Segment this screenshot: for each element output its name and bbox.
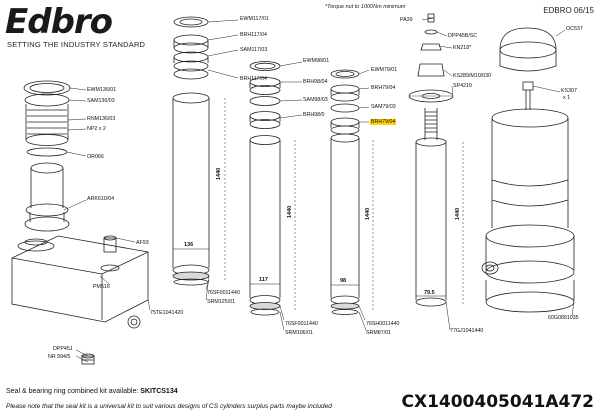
dimension-1440-stage-117: 1440: [287, 205, 293, 218]
label-kn218: KN218*: [453, 45, 472, 51]
label-sam98: SAM98/03: [303, 97, 328, 103]
torque-note: *Torque nut to 1000Nm minimum: [325, 4, 406, 10]
label-ks289: KS289/M10/030: [453, 73, 491, 79]
dimension-1440-stage-98: 1440: [365, 207, 371, 220]
label-g0891035: 60G0891035: [548, 315, 579, 321]
label-sam136: SAM136/03: [87, 98, 115, 104]
stage-136-group: [172, 16, 226, 286]
label-brh117-lower: BRH117/04: [240, 76, 267, 82]
label-pm516: PM516: [93, 284, 110, 290]
label-srm125: SRM125/01: [207, 299, 235, 305]
label-ewm136: EWM136/01: [87, 87, 117, 93]
label-brh79: BRH79/04: [371, 85, 396, 91]
stage-98-group: [330, 69, 374, 315]
label-sf001440-b: 76SF0011440: [285, 321, 318, 327]
dimension-98: 98: [340, 278, 347, 284]
dimension-1440-plunger: 1440: [455, 207, 461, 220]
dimension-79-5: 79.5: [424, 290, 435, 296]
label-pa39: PA39: [400, 17, 413, 23]
label-ks307: KS307: [561, 88, 577, 94]
label-nr994: NR 994/5: [48, 354, 71, 360]
label-sh001440: 76SH0011440: [366, 321, 400, 327]
plunger-group: [408, 13, 464, 307]
document-code: EDBRO 06/15: [543, 6, 594, 15]
base-block: [11, 235, 149, 323]
top-cover-group: [481, 27, 575, 313]
o-ring-066: [26, 147, 68, 157]
dimension-136: 136: [184, 242, 194, 248]
label-sp4219: SP4219: [453, 83, 472, 89]
stage-117-group: [249, 61, 296, 316]
label-oc537: OC537: [566, 26, 583, 32]
kit-availability-note: Seal & bearing ring combined kit availab…: [6, 388, 178, 395]
tagline: SETTING THE INDUSTRY STANDARD: [7, 40, 146, 49]
label-sf001440-a: 76SF0011440: [207, 290, 240, 296]
label-or066: OR066: [87, 154, 104, 160]
label-brh79-highlighted: BRH79/04: [370, 119, 397, 125]
cylinder-part-number: CX1400405041A472: [401, 392, 594, 412]
label-ste1041420: 75TE1041420: [150, 310, 184, 316]
label-brh98: BRH98/04: [303, 79, 328, 85]
label-srm87: SRM87/01: [366, 330, 392, 336]
label-ark610: ARK610/04: [87, 196, 115, 202]
label-ewm117: EWM117/01: [240, 16, 269, 22]
label-sam79: SAM79/03: [371, 104, 396, 110]
label-dpp45j: DPP45J: [53, 346, 73, 352]
seal-kit-disclaimer: Please note that the seal kit is a unive…: [6, 403, 332, 410]
label-dpp45b: DPP45B/SC: [448, 33, 478, 39]
label-ewm98: EWM98/01: [303, 58, 330, 64]
label-brh117: BRH117/04: [240, 32, 267, 38]
label-brh98-lower: BRH98/0: [303, 112, 325, 118]
label-np2: NP2 x 2: [87, 126, 106, 132]
label-rnm136: RNM136/03: [87, 116, 116, 122]
leader-lines: [63, 17, 575, 363]
label-ewm79: EWM79/01: [371, 67, 398, 73]
oil-cap: [499, 27, 557, 72]
dimension-1440-stage-136: 1440: [216, 167, 222, 180]
label-af93: AF93: [136, 240, 149, 246]
label-x1: x 1: [563, 95, 571, 101]
kit-code: SKITCS134: [140, 388, 178, 395]
edbro-logo: Edbro: [5, 2, 113, 42]
kit-label: Seal & bearing ring combined kit availab…: [6, 388, 139, 395]
label-sam117: SAM117/03: [240, 47, 268, 53]
label-srm106: SRM106/01: [285, 330, 313, 336]
base-column-group: [11, 80, 149, 365]
label-tj1041440: 77GJ1041440: [450, 328, 484, 334]
dimension-117: 117: [259, 277, 268, 283]
